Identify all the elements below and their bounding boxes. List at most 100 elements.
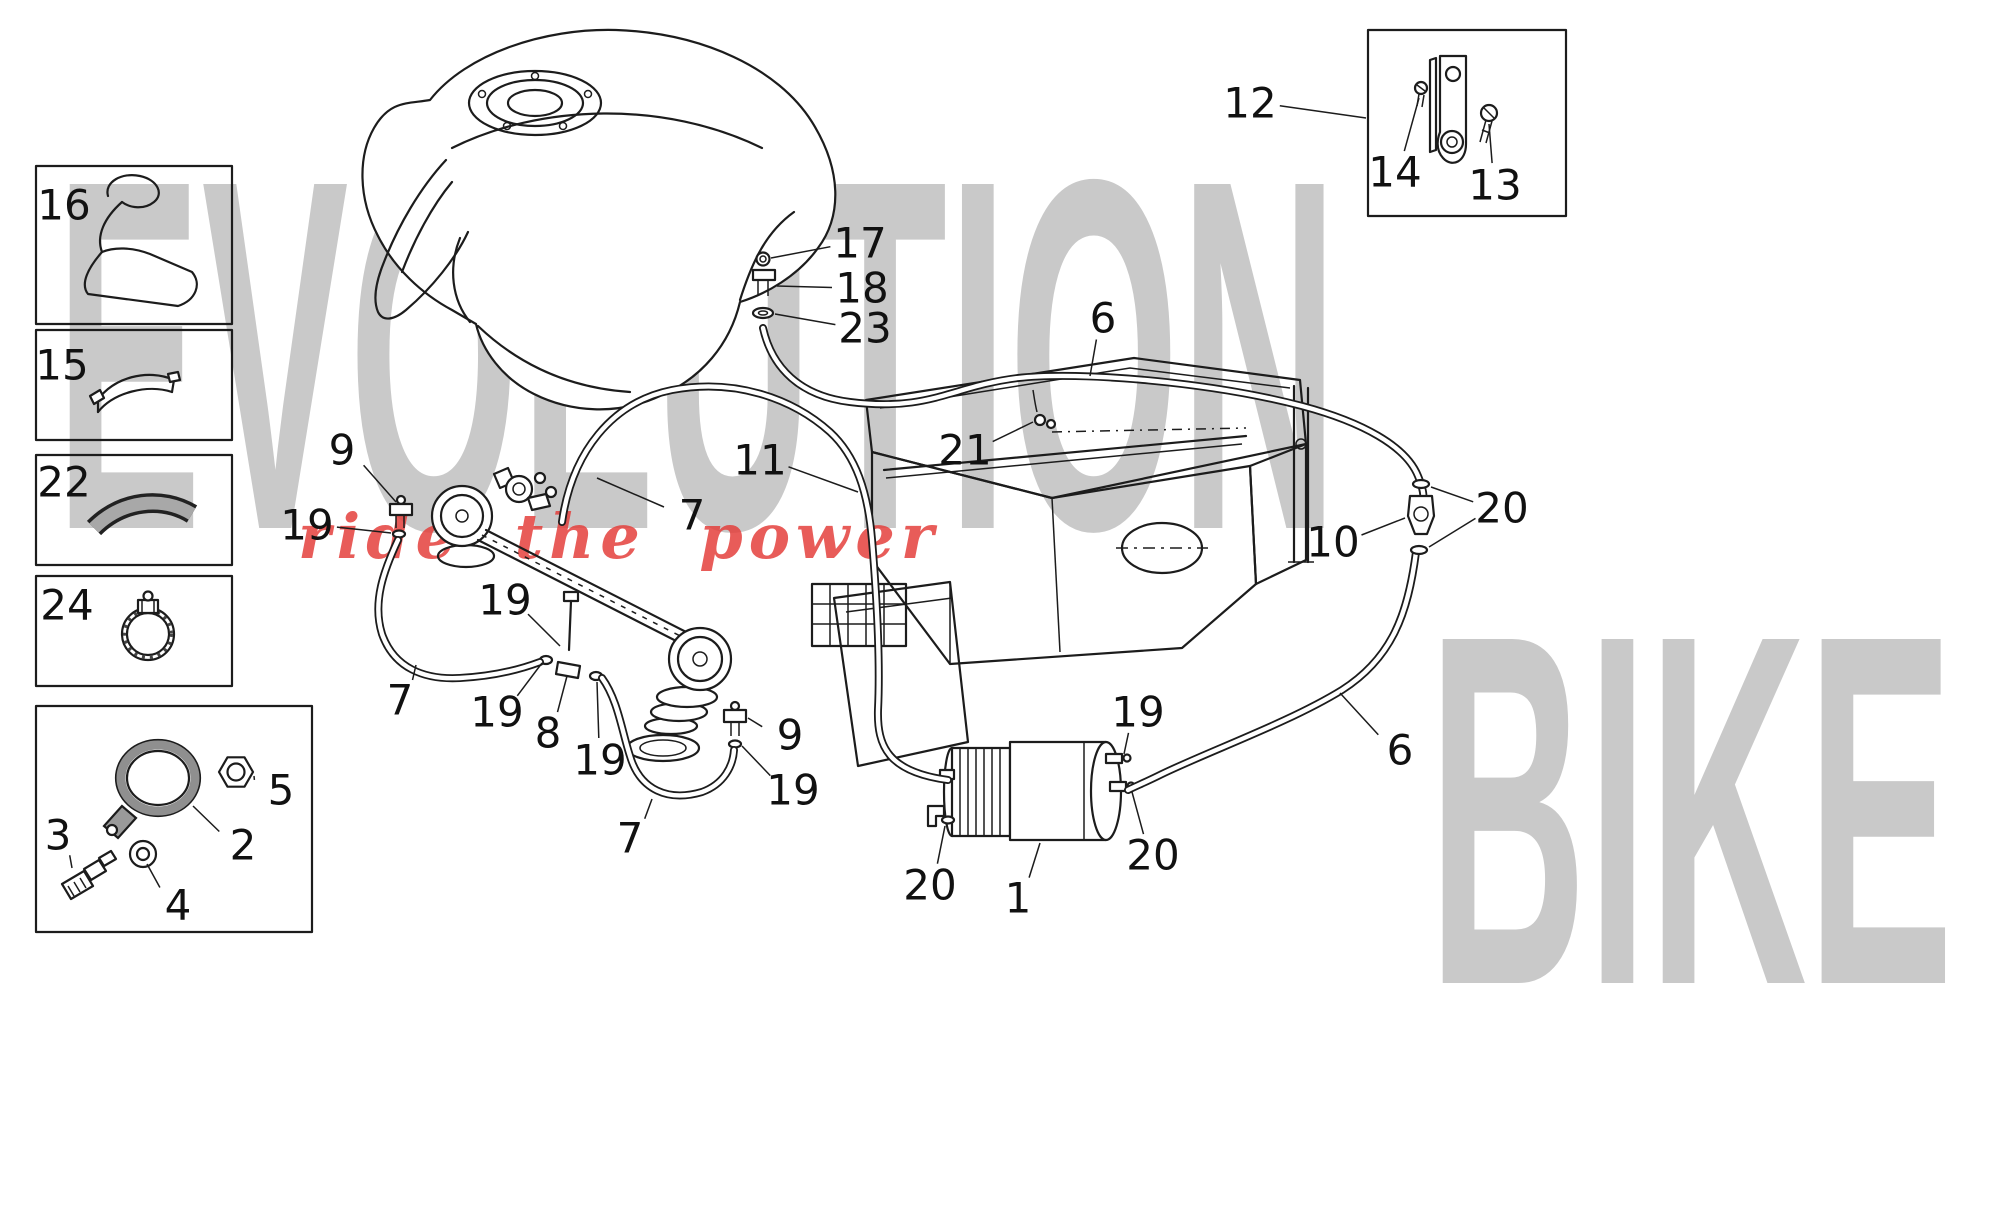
o-ring-20-filter-bottom <box>1409 544 1429 556</box>
washer-23 <box>751 306 775 320</box>
leader-to-part-19 <box>527 613 561 647</box>
leader-to-part-6 <box>1339 692 1379 736</box>
part-callout-2: 2 <box>230 821 257 870</box>
leader-to-part-3 <box>68 855 73 869</box>
part-callout-7: 7 <box>679 491 706 540</box>
part-callout-11: 11 <box>733 436 786 485</box>
leader-to-part-17 <box>770 245 831 259</box>
part-callout-19: 19 <box>1111 688 1164 737</box>
leader-to-part-11 <box>788 466 859 493</box>
airbox-lower-chamber <box>810 580 970 768</box>
part-callout-24: 24 <box>40 581 93 630</box>
leader-to-part-9 <box>363 464 397 503</box>
fuel-tank-drawing <box>361 28 837 411</box>
part-callout-19: 19 <box>470 688 523 737</box>
part-callout-20: 20 <box>1475 484 1528 533</box>
leader-to-part-6 <box>1089 339 1098 377</box>
inset-box-bracket <box>1366 28 1568 218</box>
hose-6-upper <box>760 325 1426 503</box>
leader-to-part-19 <box>741 745 771 777</box>
watermark-text-bottom: BIKE <box>1428 530 1954 1089</box>
hose-7-bottom <box>599 675 737 798</box>
inset-box-22 <box>34 453 234 567</box>
leader-to-part-23 <box>774 313 836 326</box>
o-ring-20-elbow <box>940 815 956 825</box>
part-callout-9: 9 <box>329 426 356 475</box>
airbox-drawing <box>810 356 1314 768</box>
inset-box-24 <box>34 574 234 688</box>
part-callout-8: 8 <box>535 709 562 758</box>
part-callout-13: 13 <box>1468 161 1521 210</box>
part-callout-16: 16 <box>37 181 90 230</box>
fuel-rail <box>476 538 688 648</box>
bracket-12 <box>1428 54 1468 164</box>
part-callout-4: 4 <box>165 881 192 930</box>
o-ring-20-filter-top <box>1411 478 1431 490</box>
part-callout-9: 9 <box>777 711 804 760</box>
tank-fitting-drawing <box>751 251 777 320</box>
leader-to-part-4 <box>146 863 161 888</box>
leader-to-part-20 <box>1131 791 1145 835</box>
hose-11 <box>559 384 951 783</box>
part-callout-5: 5 <box>268 766 295 815</box>
part-callout-20: 20 <box>1126 831 1179 880</box>
leader-to-part-21 <box>992 421 1034 443</box>
elbow-fitting-20 <box>926 804 946 828</box>
part-callout-14: 14 <box>1368 148 1421 197</box>
inset-box-15 <box>34 328 234 442</box>
leader-to-part-7 <box>643 798 653 820</box>
part-callout-22: 22 <box>37 458 90 507</box>
part-callout-20: 20 <box>903 861 956 910</box>
part-callout-19: 19 <box>766 766 819 815</box>
o-ring-19-canister <box>1122 753 1132 763</box>
inset-box-clamp-kit <box>34 704 314 934</box>
part-callout-6: 6 <box>1090 294 1117 343</box>
part-callout-7: 7 <box>617 814 644 863</box>
leader-to-part-8 <box>556 675 568 713</box>
leader-to-part-13 <box>1488 123 1493 164</box>
union-fitting-8 <box>554 660 582 680</box>
leader-to-part-18 <box>776 285 833 289</box>
part-callout-15: 15 <box>35 341 88 390</box>
part-callout-10: 10 <box>1306 518 1359 567</box>
part-callout-6: 6 <box>1387 726 1414 775</box>
leader-to-part-12 <box>1279 105 1367 119</box>
elbow-fitting-9-left <box>388 494 414 539</box>
washer-4 <box>128 839 158 869</box>
part-callout-18: 18 <box>835 264 888 313</box>
part-callout-12: 12 <box>1223 79 1276 128</box>
canister-upper-port <box>1104 752 1124 765</box>
leader-to-part-14 <box>1403 97 1420 152</box>
leader-to-part-20 <box>936 825 946 864</box>
leader-to-part-7 <box>596 477 665 508</box>
hoses-drawing <box>374 324 1428 800</box>
stud-3 <box>60 849 118 901</box>
clamp-2 <box>102 738 202 840</box>
leader-to-part-19 <box>516 662 543 697</box>
part-callout-23: 23 <box>838 304 891 353</box>
part-callout-19: 19 <box>573 736 626 785</box>
leader-to-part-19 <box>1123 732 1130 755</box>
part-callout-17: 17 <box>833 219 886 268</box>
canister-lower-port <box>1108 780 1128 793</box>
nut-5 <box>217 756 255 788</box>
filter-10-drawing <box>1406 478 1436 556</box>
throttle-body-drawing <box>388 466 748 763</box>
canister-drawing <box>926 740 1136 842</box>
screw-13 <box>1479 103 1499 144</box>
leader-to-part-20 <box>1430 486 1474 503</box>
part-callout-21: 21 <box>938 426 991 475</box>
leader-to-part-10 <box>1361 517 1406 536</box>
fitting-18 <box>751 268 777 282</box>
leader-to-part-7 <box>411 664 417 681</box>
part-callout-19: 19 <box>478 576 531 625</box>
part-callout-3: 3 <box>45 811 72 860</box>
o-ring-17 <box>755 251 771 267</box>
nipple-21-drawing <box>1032 389 1057 430</box>
leader-to-part-20 <box>1428 517 1476 548</box>
leader-to-part-2 <box>192 805 220 833</box>
leader-to-part-19 <box>336 526 392 534</box>
